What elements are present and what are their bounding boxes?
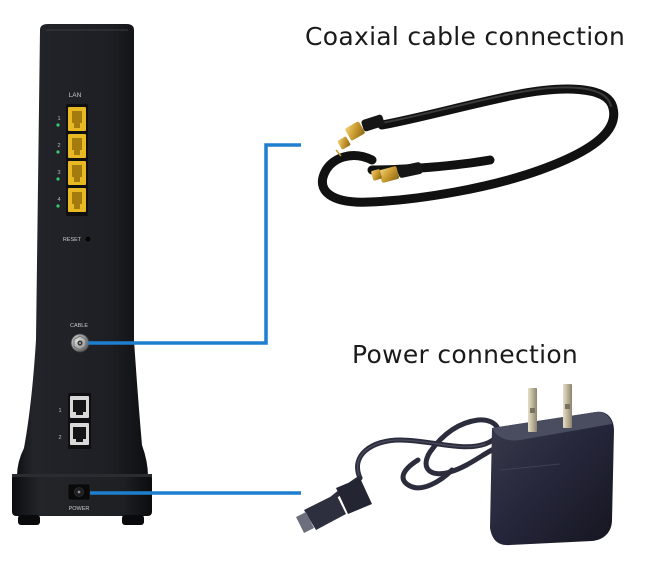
phone-port-number-1: 1 bbox=[58, 408, 61, 414]
lan-port-number-1: 1 bbox=[57, 116, 60, 122]
coax-connection-title: Coaxial cable connection bbox=[305, 22, 626, 51]
power-connection-title: Power connection bbox=[352, 340, 579, 369]
lan-port-number-4: 4 bbox=[57, 197, 60, 203]
reset-label: RESET bbox=[63, 237, 82, 243]
modem-device: LAN 1 2 3 4 RESET bbox=[12, 24, 152, 525]
coax-port[interactable] bbox=[70, 333, 90, 353]
coax-connector-top bbox=[335, 114, 385, 157]
lan-port-number-3: 3 bbox=[57, 170, 60, 176]
power-label: POWER bbox=[69, 506, 90, 512]
coaxial-cable-image bbox=[317, 84, 619, 207]
power-port[interactable] bbox=[67, 483, 91, 501]
barrel-plug bbox=[296, 478, 372, 533]
reset-button[interactable] bbox=[84, 235, 92, 243]
lan-ports: 1 2 3 4 bbox=[56, 104, 88, 216]
adapter-body bbox=[490, 411, 614, 546]
cable-label: CABLE bbox=[70, 323, 88, 329]
coax-connector-line bbox=[88, 143, 301, 345]
modem-foot-left bbox=[18, 515, 40, 525]
lan-port-number-2: 2 bbox=[57, 143, 60, 149]
modem-body bbox=[17, 24, 148, 476]
phone-port-number-2: 2 bbox=[58, 435, 61, 441]
lan-label: LAN bbox=[69, 92, 82, 99]
coax-connector-bottom bbox=[371, 162, 423, 183]
phone-ports: 1 2 bbox=[58, 393, 91, 449]
modem-foot-right bbox=[122, 515, 144, 525]
power-adapter-image bbox=[296, 384, 614, 546]
